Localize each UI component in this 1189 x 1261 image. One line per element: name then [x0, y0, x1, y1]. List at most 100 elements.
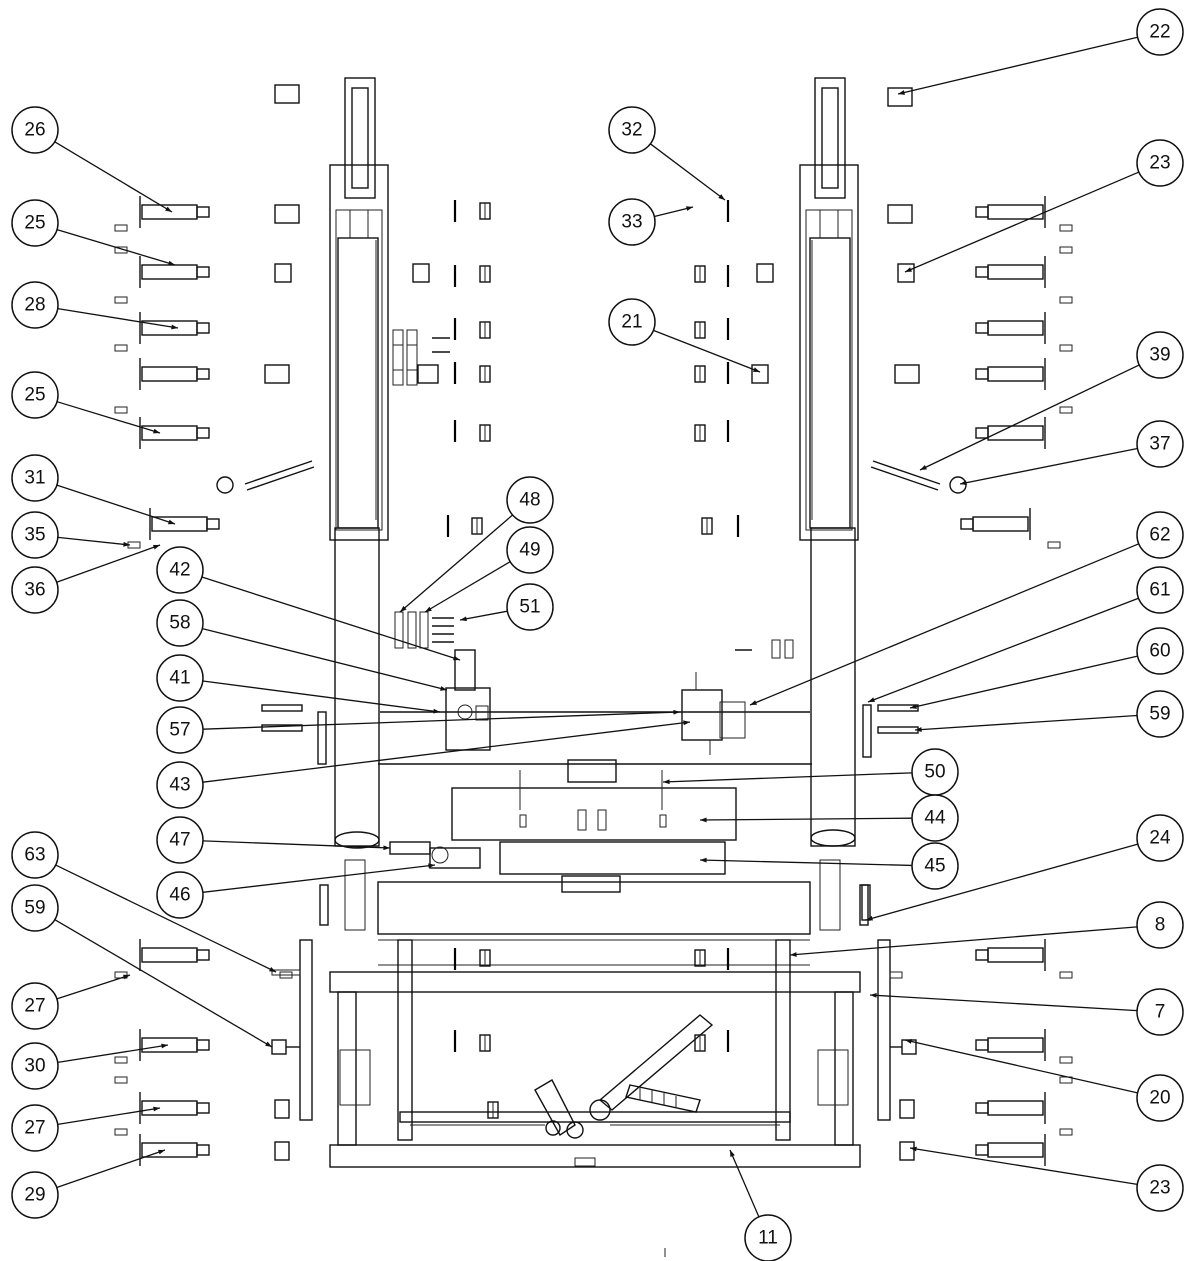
callout-48: 48 [506, 476, 554, 524]
callout-leader [202, 864, 436, 893]
callout-label: 57 [169, 720, 190, 741]
callout-arrowhead [673, 709, 680, 715]
callout-arrowhead [663, 779, 670, 785]
callout-label: 47 [169, 830, 190, 851]
callout-21: 21 [608, 298, 656, 346]
callout-circle [11, 1171, 59, 1219]
callout-arrowhead [700, 857, 707, 863]
callout-label: 45 [924, 856, 945, 877]
callout-circle [11, 511, 59, 559]
callout-leader [202, 721, 691, 783]
callout-label: 23 [1149, 153, 1170, 174]
callout-22: 22 [1136, 8, 1184, 56]
callout-circle [11, 1042, 59, 1090]
callout-61: 61 [1136, 566, 1184, 614]
callout-circle [11, 281, 59, 329]
callout-arrowhead [700, 817, 707, 823]
callout-label: 44 [924, 808, 946, 829]
callout-58: 58 [156, 599, 204, 647]
callout-leader [729, 1149, 760, 1218]
callout-arrowhead [730, 1150, 735, 1157]
callout-circle [1136, 901, 1184, 949]
callout-29: 29 [11, 1171, 59, 1219]
callout-label: 21 [621, 312, 642, 333]
callout-label: 49 [519, 540, 540, 561]
callout-label: 25 [24, 213, 45, 234]
callout-50: 50 [911, 748, 959, 796]
callout-44: 44 [911, 794, 959, 842]
callout-label: 24 [1149, 828, 1171, 849]
callout-arrowhead [750, 700, 757, 705]
callout-arrowhead [910, 704, 917, 709]
callout-8: 8 [1136, 901, 1184, 949]
callout-arrowhead [718, 194, 725, 200]
callout-arrowhead [790, 952, 797, 957]
callout-leader [57, 1107, 161, 1126]
callout-label: 33 [621, 212, 642, 233]
callout-label: 29 [24, 1185, 45, 1206]
callout-20: 20 [1136, 1074, 1184, 1122]
callout-arrowhead [870, 992, 877, 998]
callout-11: 11 [744, 1214, 792, 1261]
callout-arrowhead [683, 720, 690, 726]
callout-circle [1136, 566, 1184, 614]
right-tower [799, 77, 859, 541]
callout-label: 51 [519, 597, 540, 618]
callout-arrowhead [153, 428, 160, 434]
callout-label: 61 [1149, 580, 1170, 601]
callout-leader [201, 576, 461, 661]
callout-label: 32 [621, 120, 642, 141]
callout-arrowhead [123, 541, 130, 547]
callout-label: 8 [1155, 915, 1166, 936]
callout-arrowhead [898, 90, 905, 95]
callout-arrowhead [460, 616, 467, 622]
callout-49: 49 [506, 526, 554, 574]
callout-circle [1136, 690, 1184, 738]
callout-circle [506, 476, 554, 524]
callout-label: 48 [519, 490, 540, 511]
callout-arrowhead [168, 260, 175, 266]
callout-circle [11, 831, 59, 879]
callout-leader [56, 544, 161, 583]
left-valve [445, 649, 491, 751]
callout-30: 30 [11, 1042, 59, 1090]
callout-label: 25 [24, 385, 45, 406]
callout-arrowhead [153, 544, 160, 550]
left-cylinder [334, 527, 380, 849]
right-valve [681, 672, 746, 755]
callout-circle [608, 298, 656, 346]
callout-arrowhead [425, 606, 432, 612]
callout-leader [56, 484, 176, 525]
callout-circle [156, 871, 204, 919]
callout-leader [869, 994, 1138, 1012]
callout-leader [749, 543, 1140, 706]
callout-25: 25 [11, 371, 59, 419]
callout-circle [1136, 511, 1184, 559]
callout-circle [11, 982, 59, 1030]
callout-circle [11, 199, 59, 247]
callout-label: 23 [1149, 1178, 1170, 1199]
callout-circle [506, 526, 554, 574]
callout-circle [1136, 1164, 1184, 1212]
callout-label: 46 [169, 885, 190, 906]
callout-circle [1136, 1074, 1184, 1122]
callout-leader [459, 610, 508, 621]
callout-arrowhead [383, 845, 390, 851]
callout-leader [56, 974, 131, 1000]
callout-leader [399, 514, 513, 613]
callout-31: 31 [11, 454, 59, 502]
callout-leader [653, 329, 761, 373]
callout-26: 26 [11, 106, 59, 154]
callout-label: 59 [1149, 704, 1170, 725]
callout-circle [608, 198, 656, 246]
callout-arrowhead [920, 464, 927, 470]
callout-label: 37 [1149, 434, 1170, 455]
callout-27: 27 [11, 982, 59, 1030]
callout-arrowhead [153, 1106, 160, 1112]
callout-35: 35 [11, 511, 59, 559]
callout-arrowhead [269, 966, 276, 972]
callout-arrowhead [686, 206, 693, 211]
callout-arrowhead [440, 686, 447, 691]
hand-valve [389, 841, 481, 869]
callout-label: 42 [169, 560, 190, 581]
